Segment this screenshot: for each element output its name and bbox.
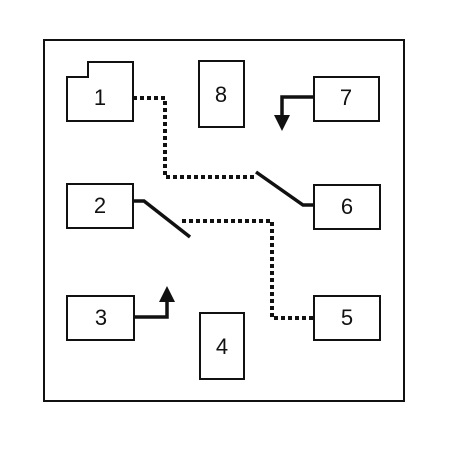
box-2-outline xyxy=(66,183,134,229)
box-2-label: 2 xyxy=(94,193,106,218)
box-7-outline xyxy=(313,76,380,122)
box-6-label: 6 xyxy=(341,194,353,219)
arrow-down-7 xyxy=(280,95,314,116)
box-5: 5 xyxy=(313,295,381,341)
box-7-label: 7 xyxy=(340,85,352,110)
box-1-label: 1 xyxy=(94,85,106,110)
box-1-outline xyxy=(66,61,134,122)
box-2: 2 xyxy=(66,183,134,229)
box-4-outline xyxy=(199,312,245,380)
switch-2 xyxy=(133,199,192,239)
box-5-label: 5 xyxy=(341,305,353,330)
box-3: 3 xyxy=(66,295,135,341)
arrowhead-down-7 xyxy=(274,115,290,131)
box-6-outline xyxy=(313,184,381,230)
switch-6 xyxy=(254,170,314,207)
box-6: 6 xyxy=(313,184,381,230)
dotted-connector-1-6 xyxy=(133,96,257,179)
box-1: 1 xyxy=(66,61,134,122)
box-8-outline xyxy=(198,60,245,128)
box-7: 7 xyxy=(313,76,380,122)
dotted-connector-2-5 xyxy=(182,219,314,320)
box-8-label: 8 xyxy=(215,82,227,107)
box-4-label: 4 xyxy=(216,334,228,359)
arrowhead-up-3 xyxy=(159,286,175,302)
box-3-outline xyxy=(66,295,135,341)
box-5-outline xyxy=(313,295,381,341)
box-3-label: 3 xyxy=(95,305,107,330)
arrow-up-3 xyxy=(134,300,169,319)
box-8: 8 xyxy=(198,60,245,128)
box-4: 4 xyxy=(199,312,245,380)
